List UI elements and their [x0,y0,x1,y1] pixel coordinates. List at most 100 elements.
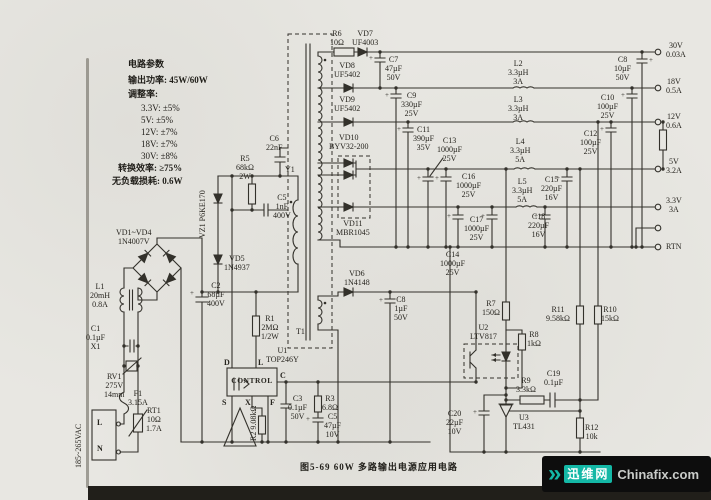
label-r12: R12 10k [585,423,599,442]
label-c18: C18 220µF 16V [528,212,550,240]
label-c6: C6 22nF [266,134,283,153]
svg-text:+: + [306,415,310,423]
label-r11: R11 9.58kΩ [546,305,570,324]
label-u1: U1 TOP246Y [266,346,299,365]
label-ac-input: 185~265VAC [74,423,83,468]
label-c14: C14 1000µF 25V [440,250,466,278]
params-efficiency: 转换效率: ≥75% [118,163,183,173]
label-c16: C16 1000µF 25V [456,172,482,200]
label-c1: C1 0.1µF X1 [86,324,106,352]
top246y-ic [223,367,477,447]
label-c19: C19 0.1µF [544,369,564,388]
watermark-logo-bar: » 迅维网 Chinafix.com [542,456,711,492]
label-vd8: VD8 UF5402 [334,61,361,80]
label-vd11: VD11 MBR1045 [336,219,370,238]
label-c17: C17 1000µF 25V [464,215,490,243]
svg-text:+: + [190,289,194,297]
label-y1: Y1 [285,165,295,174]
params-regulation: 调整率: [128,89,158,99]
label-c5-47uf: C5 47µF 10V [324,412,342,440]
params-title: 电路参数 [128,59,165,69]
label-r10: R10 15kΩ [601,305,619,324]
label-t1: T1 [296,327,305,336]
label-r7: R7 150Ω [482,299,500,318]
svg-text:+: + [447,212,451,220]
label-c10: C10 100µF 25V [597,93,619,121]
connector-pin-l: L [97,418,103,427]
label-l1: L1 20mH 0.8A [90,282,110,310]
label-c8-10uf: C8 10µF 50V [614,55,632,83]
label-c2: C2 68µF 400V [207,281,225,309]
junction-dots [122,50,665,454]
svg-text:+: + [369,54,373,62]
label-c13: C13 1000µF 25V [437,136,463,164]
label-r1: R1 2MΩ 1/2W [261,314,279,342]
svg-text:+: + [417,174,421,182]
label-vd1-vd4: VD1~VD4 1N4007V [116,228,152,247]
label-c5-1nf: C5 1nF 400V [273,193,291,221]
label-c8-1uf: C8 1µF 50V [394,295,408,323]
label-c20: C20 22µF 10V [446,409,464,437]
label-rv1: RV1 275V 14mm [104,372,125,400]
svg-text:+: + [600,125,604,133]
pin-d: D [224,358,230,367]
svg-text:+: + [534,212,538,220]
label-r9: R9 3.3kΩ [516,376,536,395]
output-label-30v: 30V 0.03A [666,41,686,60]
secondary-rails [317,46,668,248]
params-12v: 12V: ±7% [141,127,178,137]
output-label-3v3: 3.3V 3A [666,196,682,215]
figure-caption: 图5-69 60W 多路输出电源应用电路 [300,462,458,472]
label-vd5: VD5 1N4937 [224,254,250,273]
bias-supply [317,286,477,443]
pin-c: C [280,371,286,380]
output-label-5v: 5V 3.2A [666,157,682,176]
label-l5: L5 3.3µH 5A [512,177,533,205]
pin-l: L [258,358,264,367]
label-u2: U2 LTV817 [470,323,497,342]
label-vd9: VD9 UF5402 [334,95,361,114]
label-rt1: RT1 10Ω 1.7A [146,406,162,434]
label-vd6: VD6 1N4148 [344,269,370,288]
params-30v: 30V: ±8% [141,151,178,161]
brand-cn-badge: 迅维网 [564,465,613,483]
params-3v3: 3.3V: ±5% [141,103,180,113]
params-noload: 无负载损耗: 0.6W [112,176,183,186]
brand-domain-text: Chinafix.com [617,466,699,482]
svg-text:+: + [621,91,625,99]
svg-text:+: + [435,174,439,182]
svg-text:+: + [385,91,389,99]
label-l3: L3 3.3µH 3A [508,95,529,123]
params-18v: 18V: ±7% [141,139,178,149]
transformer-t1 [287,33,333,349]
bridge-rectifier-vd1-vd4 [132,237,203,443]
output-terminals [654,48,662,251]
control-block-label: CONTROL [231,376,273,385]
output-label-rtn: RTN [666,242,682,251]
label-l4: L4 3.3µH 5A [510,137,531,165]
label-c3: C3 0.1µF 50V [288,394,308,422]
label-c15: C15 220µF 16V [541,175,563,203]
svg-text:+: + [481,212,485,220]
label-c12: C12 100µF 25V [580,129,602,157]
label-f1: F1 3.15A [128,389,148,408]
svg-text:+: + [473,408,477,416]
label-r6: R6 10Ω [330,29,344,48]
label-r8: R8 1kΩ [527,330,541,349]
svg-text:+: + [379,296,383,304]
chevron-icon: » [548,460,562,487]
output-label-18v: 18V 0.5A [666,77,682,96]
params-5v: 5V: ±5% [141,115,174,125]
pin-s: S [222,398,227,407]
svg-text:+: + [649,56,653,64]
label-u3: U3 TL431 [513,413,535,432]
polarity-marks: ++ ++ ++ ++ ++ ++ ++ ++ [190,54,653,423]
label-vz1: VZ1 P6KE170 [198,190,207,238]
connector-pin-n: N [97,444,103,453]
label-r2: R2 9.08kΩ [249,405,258,441]
common-mode-choke-l1 [119,267,158,313]
label-c9: C9 330µF 25V [401,91,423,119]
label-vd7: VD7 UF4003 [352,29,379,48]
